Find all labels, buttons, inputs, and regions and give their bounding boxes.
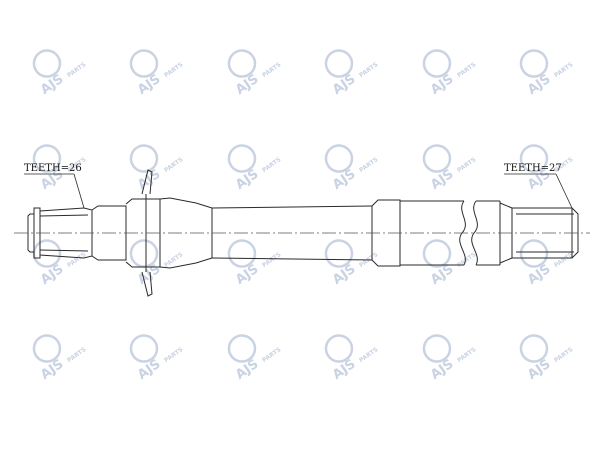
logo-ring-icon (519, 334, 549, 363)
logo-ring-icon (422, 49, 452, 78)
logo-ring-icon (227, 49, 257, 78)
logo-ring-icon (519, 239, 549, 268)
logo-ring-icon (129, 334, 159, 363)
logo-ring-icon (227, 239, 257, 268)
logo-suffix-text: PARTS (261, 346, 282, 364)
shaft-drawing (14, 169, 590, 297)
right-teeth-label: TEETH=27 (504, 163, 562, 174)
logo-suffix-text: PARTS (553, 346, 574, 364)
logo-suffix-text: PARTS (66, 61, 87, 79)
logo-suffix-text: PARTS (553, 61, 574, 79)
logo-ring-icon (422, 144, 452, 173)
logo-ring-icon (324, 49, 354, 78)
logo-suffix-text: PARTS (163, 156, 184, 174)
logo-suffix-text: PARTS (66, 346, 87, 364)
logo-suffix-text: PARTS (261, 251, 282, 269)
logo-ring-icon (129, 49, 159, 78)
logo-ring-icon (324, 334, 354, 363)
logo-suffix-text: PARTS (66, 251, 87, 269)
logo-ring-icon (422, 239, 452, 268)
logo-ring-icon (519, 49, 549, 78)
logo-suffix-text: PARTS (553, 251, 574, 269)
logo-suffix-text: PARTS (358, 346, 379, 364)
logo-suffix-text: PARTS (163, 346, 184, 364)
logo-suffix-text: PARTS (456, 156, 477, 174)
logo-suffix-text: PARTS (456, 346, 477, 364)
logo-suffix-text: PARTS (456, 61, 477, 79)
logo-ring-icon (519, 144, 549, 173)
logo-suffix-text: PARTS (358, 61, 379, 79)
logo-ring-icon (422, 334, 452, 363)
logo-ring-icon (227, 144, 257, 173)
left-teeth-label: TEETH=26 (24, 163, 82, 174)
logo-ring-icon (32, 334, 62, 363)
main-tube (211, 199, 464, 267)
teeth-leaders (24, 173, 573, 209)
logo-suffix-text: PARTS (261, 156, 282, 174)
logo-ring-icon (129, 144, 159, 173)
logo-suffix-text: PARTS (163, 251, 184, 269)
logo-suffix-text: PARTS (261, 61, 282, 79)
logo-ring-icon (32, 49, 62, 78)
logo-suffix-text: PARTS (163, 61, 184, 79)
logo-ring-icon (32, 144, 62, 173)
logo-ring-icon (227, 334, 257, 363)
logo-suffix-text: PARTS (358, 156, 379, 174)
logo-suffix-text: PARTS (456, 251, 477, 269)
logo-ring-icon (324, 239, 354, 268)
logo-ring-icon (129, 239, 159, 268)
logo-ring-icon (324, 144, 354, 173)
